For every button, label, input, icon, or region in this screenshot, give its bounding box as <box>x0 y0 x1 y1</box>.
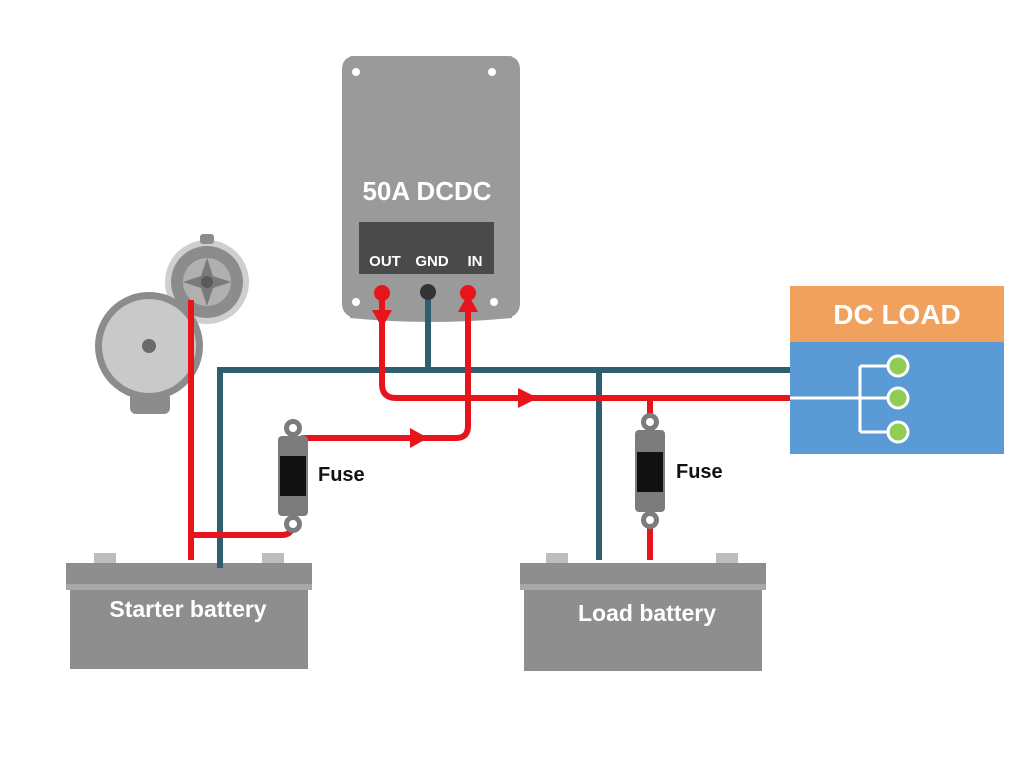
dcdc-title: 50A DCDC <box>362 176 491 206</box>
dcdc-converter <box>342 56 520 322</box>
fuse-starter-label: Fuse <box>318 464 365 486</box>
fuse-starter <box>278 419 308 533</box>
fuse-load-label: Fuse <box>676 461 723 483</box>
load-node-icon <box>886 420 910 444</box>
load-arrow-right <box>518 388 538 408</box>
load-node-icon <box>886 354 910 378</box>
fuse-arrow-right <box>410 428 428 448</box>
dc-load-nodes <box>886 354 910 444</box>
load-battery <box>520 553 766 671</box>
ground-wires <box>217 294 790 568</box>
terminal-out-label: OUT <box>369 253 401 270</box>
terminal-gnd-label: GND <box>415 253 449 270</box>
dcdc-terminals <box>374 284 476 301</box>
positive-wires <box>188 300 790 560</box>
load-node-icon <box>886 386 910 410</box>
in-arrow-up <box>458 294 478 312</box>
load-battery-label: Load battery <box>578 600 716 626</box>
dc-load-title: DC LOAD <box>833 299 961 330</box>
starter-battery <box>66 553 312 669</box>
out-arrow-down <box>372 310 392 328</box>
starter-battery-label: Starter battery <box>109 596 266 622</box>
alternator-icon <box>95 234 249 414</box>
current-arrows <box>372 294 538 448</box>
fuse-load <box>635 413 665 529</box>
dc-load-circuit <box>790 364 888 434</box>
terminal-in-label: IN <box>468 253 483 270</box>
